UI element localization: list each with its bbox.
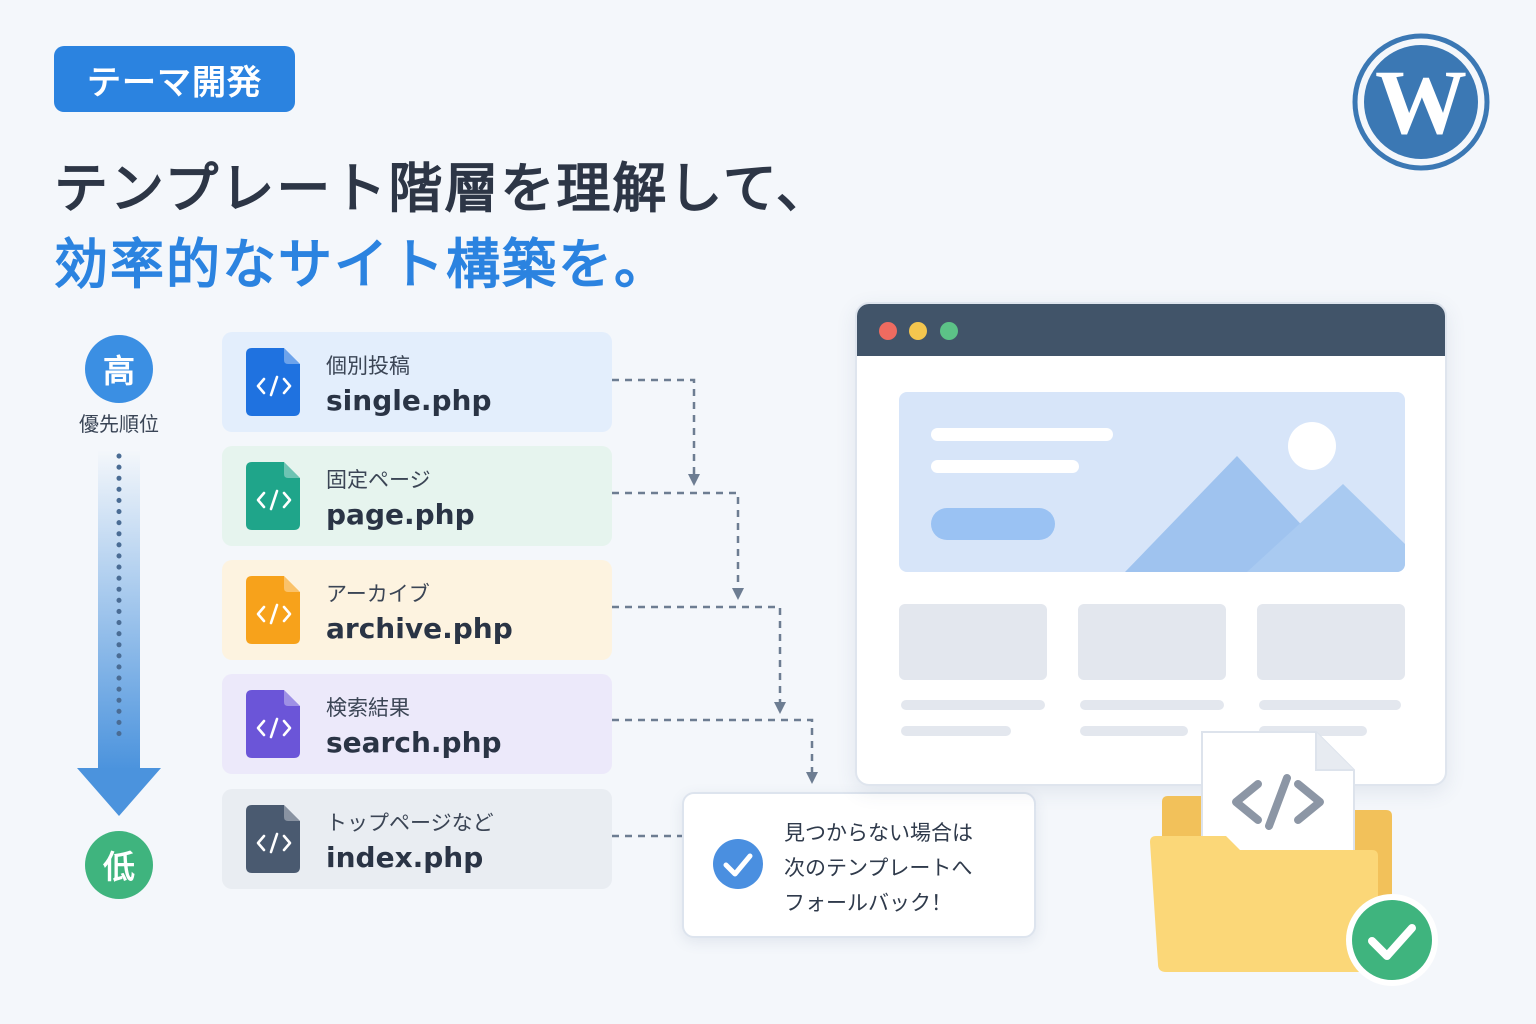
hero-placeholder: [899, 392, 1405, 572]
priority-arrow: [77, 450, 161, 816]
window-maximize-dot: [940, 322, 958, 340]
template-card-index: トップページなど index.php: [222, 789, 612, 889]
template-card-filename: search.php: [326, 726, 502, 759]
window-close-dot: [879, 322, 897, 340]
check-circle-icon: [713, 839, 763, 889]
php-file-icon: [246, 690, 300, 758]
image-placeholder-icon: [1125, 422, 1405, 572]
template-card-filename: archive.php: [326, 612, 513, 645]
headline-line-2: 効率的なサイト構築を。: [54, 233, 670, 296]
php-file-icon: [246, 576, 300, 644]
folder-with-code-file-icon: [1150, 731, 1438, 986]
browser-mockup: [855, 302, 1447, 786]
php-file-icon: [246, 805, 300, 873]
card-placeholder: [899, 604, 1047, 680]
template-card-search: 検索結果 search.php: [222, 674, 612, 774]
fallback-line-3: フォールバック！: [784, 891, 952, 915]
priority-low-badge: 低: [85, 831, 153, 899]
svg-text:W: W: [1375, 51, 1467, 153]
template-card-single: 個別投稿 single.php: [222, 332, 612, 432]
priority-label: 優先順位: [79, 412, 159, 436]
window-minimize-dot: [909, 322, 927, 340]
template-card-page: 固定ページ page.php: [222, 446, 612, 546]
text-line-placeholder: [901, 700, 1045, 710]
priority-high-badge: 高: [85, 335, 153, 403]
fallback-line-1: 見つからない場合は: [784, 821, 973, 845]
template-card-label: 個別投稿: [326, 354, 410, 378]
template-card-label: アーカイブ: [326, 582, 430, 606]
template-card-archive: アーカイブ archive.php: [222, 560, 612, 660]
headline-line-1: テンプレート階層を理解して、: [54, 157, 833, 220]
template-card-label: 検索結果: [326, 696, 410, 720]
fallback-line-2: 次のテンプレートへ: [784, 856, 973, 880]
theme-dev-tag: テーマ開発: [54, 46, 295, 112]
template-card-label: 固定ページ: [326, 468, 431, 492]
text-line-placeholder: [901, 726, 1011, 736]
text-line-placeholder: [1080, 726, 1188, 736]
text-line-placeholder: [1259, 700, 1401, 710]
card-placeholder: [1078, 604, 1226, 680]
browser-titlebar: [857, 304, 1445, 356]
wordpress-logo-icon: W: [1352, 33, 1490, 171]
template-card-label: トップページなど: [326, 811, 494, 835]
template-card-filename: single.php: [326, 384, 492, 417]
text-line-placeholder: [1080, 700, 1224, 710]
php-file-icon: [246, 462, 300, 530]
template-card-filename: index.php: [326, 841, 484, 874]
template-card-filename: page.php: [326, 498, 475, 531]
card-placeholder: [1257, 604, 1405, 680]
php-file-icon: [246, 348, 300, 416]
fallback-note: 見つからない場合は 次のテンプレートへ フォールバック！: [682, 792, 1036, 938]
